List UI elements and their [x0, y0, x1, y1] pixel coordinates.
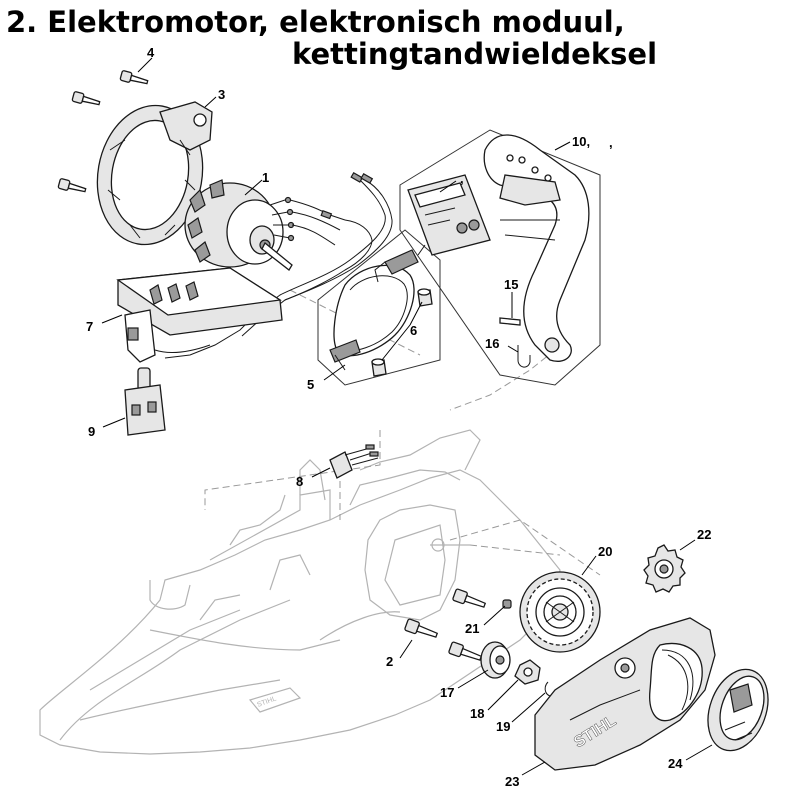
callout-1: 1 — [262, 170, 269, 185]
screw-part-2 — [404, 588, 487, 661]
screw-part-4 — [57, 70, 149, 193]
decal-sheet — [407, 174, 491, 256]
callout-3: 3 — [218, 87, 225, 102]
hub-part-17 — [480, 641, 511, 679]
gear-part-20 — [519, 571, 601, 653]
electronic-module-part-7 — [116, 267, 283, 363]
callouts: 4 3 1 7 9 8 5 6 10, , , 15 16 2 17 18 19… — [86, 45, 711, 789]
callout-2: 2 — [386, 654, 393, 669]
callout-16: 16 — [485, 336, 499, 351]
callout-18: 18 — [470, 706, 484, 721]
diagram-title-line-2: kettingtandwieldeksel — [292, 37, 658, 71]
sprocket-part-18 — [514, 659, 541, 685]
motor-end-shield-part-3 — [96, 101, 213, 246]
callout-22: 22 — [697, 527, 711, 542]
callout-24: 24 — [668, 756, 683, 771]
pin-part-15 — [499, 317, 521, 326]
callout-17: 17 — [440, 685, 454, 700]
clip-part-16 — [517, 345, 531, 368]
brush-holder-group-box — [317, 229, 441, 386]
callout-23: 23 — [505, 774, 519, 789]
callout-19: 19 — [496, 719, 510, 734]
housing-ghost: STIHL — [39, 429, 561, 755]
callout-5: 5 — [307, 377, 314, 392]
callout-7: 7 — [86, 319, 93, 334]
callout-4: 4 — [147, 45, 155, 60]
sensor-part-8 — [329, 444, 379, 479]
alignment-lines — [204, 289, 601, 576]
callout-11: , — [460, 171, 464, 186]
leader-lines — [101, 57, 713, 776]
brush-holder-part-5 — [329, 244, 426, 371]
callout-9: 9 — [88, 424, 95, 439]
callout-8: 8 — [296, 474, 303, 489]
callout-6: 6 — [410, 323, 417, 338]
cover-part-10 — [483, 134, 590, 362]
electric-motor-part-1 — [184, 179, 295, 271]
diagram-title-line-1: 2. Elektromotor, elektronisch moduul, — [6, 5, 625, 39]
callout-10: 10, — [572, 134, 590, 149]
cover-group-box — [399, 129, 601, 386]
callout-10-comma: , — [609, 135, 613, 150]
callout-21: 21 — [465, 621, 479, 636]
switch-part-9 — [124, 367, 166, 436]
callout-15: 15 — [504, 277, 518, 292]
sprocket-cover-part-23: STIHL — [534, 617, 716, 771]
callout-20: 20 — [598, 544, 612, 559]
cover-disc-part-24 — [707, 668, 769, 752]
star-sprocket-part-22 — [643, 544, 686, 593]
motor-wiring — [164, 171, 393, 359]
